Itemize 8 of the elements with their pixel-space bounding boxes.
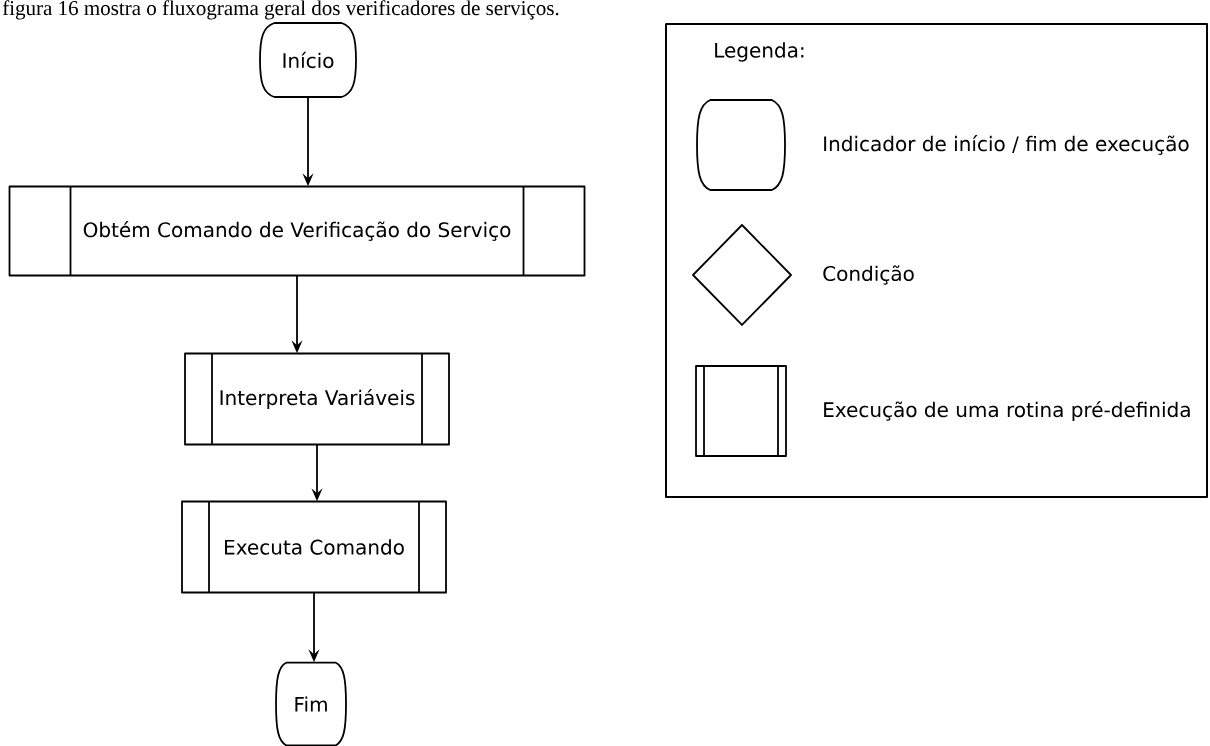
- legend-text: Execução de uma rotina pré-definida: [824, 400, 1190, 422]
- legend-text: Condição: [823, 265, 914, 285]
- process-box: Executa Comando: [181, 500, 447, 594]
- legend-heading: Legenda:: [715, 42, 804, 62]
- process-box: Interpreta Variáveis: [184, 352, 450, 446]
- process-box: Obtém Comando de Verificação do Serviço: [8, 185, 586, 277]
- caption-text: figura 16 mostra o fluxograma geral dos verificadores de serviços.: [2, 0, 559, 20]
- legend-text: Indicador de início / fim de execução: [824, 135, 1189, 155]
